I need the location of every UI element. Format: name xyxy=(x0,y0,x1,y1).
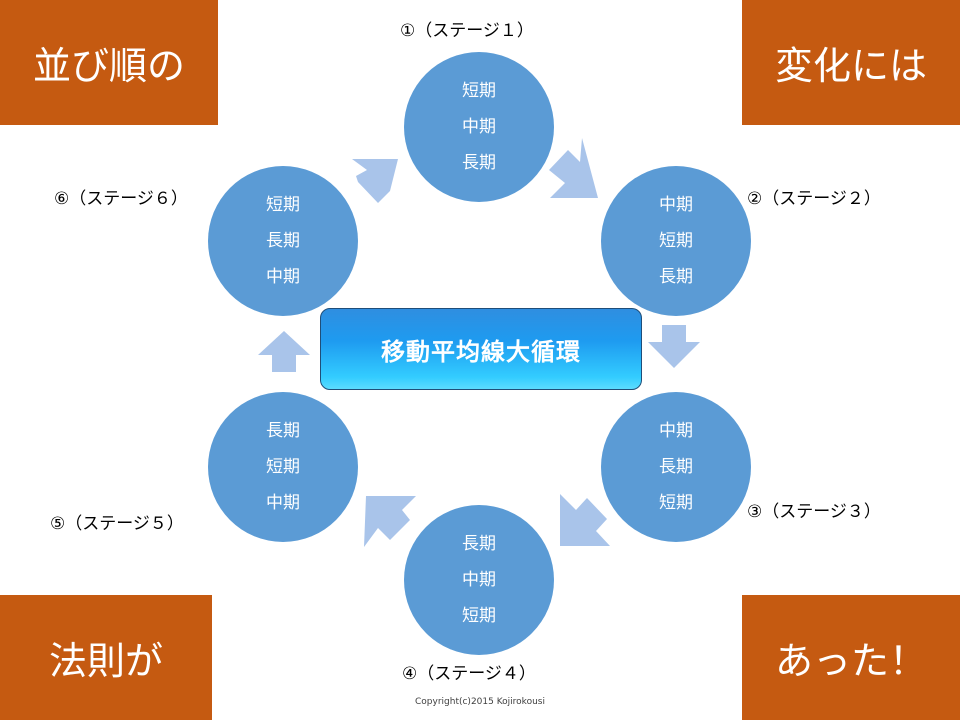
corner-top-right-text: 変化には xyxy=(774,44,927,88)
stage-5-line-2: 短期 xyxy=(266,457,300,477)
arrow-6-to-1 xyxy=(352,159,398,203)
stage-4-label: ④（ステージ４） xyxy=(402,664,536,684)
corner-bottom-right: あった！ xyxy=(742,595,960,720)
stage-5-circle: 長期 短期 中期 xyxy=(208,392,358,542)
arrow-4-to-5 xyxy=(364,496,416,547)
stage-2-line-1: 中期 xyxy=(659,195,693,215)
stage-3-line-1: 中期 xyxy=(659,421,693,441)
stage-4-line-3: 短期 xyxy=(462,606,496,626)
stage-4-line-2: 中期 xyxy=(462,570,496,590)
stage-6-line-3: 中期 xyxy=(266,267,300,287)
corner-bottom-right-text: あった！ xyxy=(774,639,927,683)
stage-6-label: ⑥（ステージ６） xyxy=(54,189,188,209)
corner-bottom-left-text: 法則が xyxy=(48,639,163,683)
stage-1-line-2: 中期 xyxy=(462,117,496,137)
stage-1-label: ①（ステージ１） xyxy=(400,21,534,41)
stage-1-line-3: 長期 xyxy=(462,153,496,173)
stage-5-line-1: 長期 xyxy=(266,421,300,441)
corner-top-left-text: 並び順の xyxy=(32,44,185,88)
stage-5-line-3: 中期 xyxy=(266,493,300,513)
stage-3-line-2: 長期 xyxy=(659,457,693,477)
center-title: 移動平均線大循環 xyxy=(381,337,581,366)
stage-6-line-2: 長期 xyxy=(266,231,300,251)
stage-2-label: ②（ステージ２） xyxy=(747,189,881,209)
stage-2-line-3: 長期 xyxy=(659,267,693,287)
arrow-5-to-6 xyxy=(258,331,310,372)
stage-3-circle: 中期 長期 短期 xyxy=(601,392,751,542)
stage-2-line-2: 短期 xyxy=(659,231,693,251)
stage-3-label: ③（ステージ３） xyxy=(747,502,881,522)
copyright: Copyright(c)2015 Kojirokousi xyxy=(415,697,545,707)
stage-2-circle: 中期 短期 長期 xyxy=(601,166,751,316)
corner-top-right: 変化には xyxy=(742,0,960,125)
corner-top-left: 並び順の xyxy=(0,0,218,125)
corner-bottom-left: 法則が xyxy=(0,595,212,720)
arrow-1-to-2 xyxy=(549,138,598,198)
stage-3-line-3: 短期 xyxy=(659,493,693,513)
stage-6-circle: 短期 長期 中期 xyxy=(208,166,358,316)
stage-4-circle: 長期 中期 短期 xyxy=(404,505,554,655)
arrow-2-to-3 xyxy=(648,325,700,368)
center-title-box: 移動平均線大循環 xyxy=(320,308,642,390)
arrow-3-to-4 xyxy=(560,494,610,546)
stage-6-line-1: 短期 xyxy=(266,195,300,215)
stage-1-line-1: 短期 xyxy=(462,81,496,101)
stage-5-label: ⑤（ステージ５） xyxy=(50,514,184,534)
stage-1-circle: 短期 中期 長期 xyxy=(404,52,554,202)
stage-4-line-1: 長期 xyxy=(462,534,496,554)
